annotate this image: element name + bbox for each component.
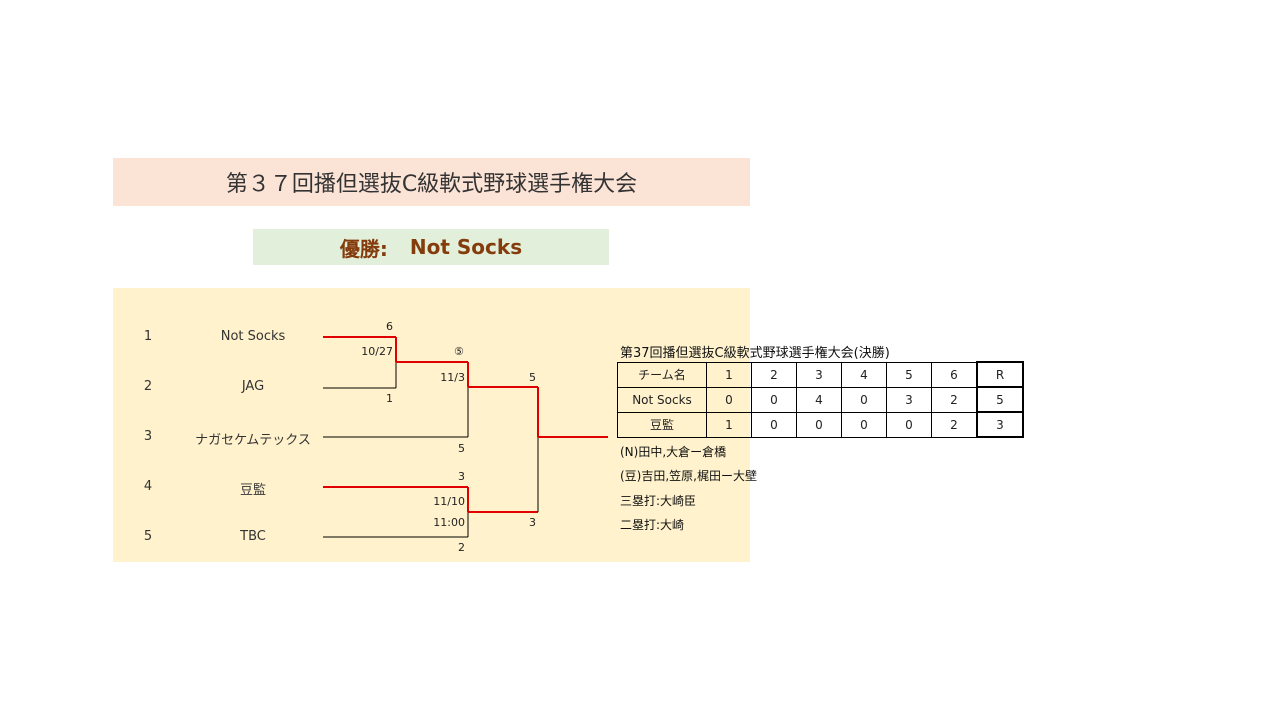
header-runs: R (976, 361, 1024, 388)
header-inning-1: 1 (706, 361, 752, 388)
final-bottom-score: 3 (529, 516, 536, 529)
m1-date: 10/27 (361, 345, 393, 358)
m3-time: 11:00 (433, 516, 465, 529)
row-cell: 2 (931, 386, 978, 413)
m3-bottom-score: 2 (458, 541, 465, 554)
row-cell: 0 (886, 411, 932, 438)
header-inning-3: 3 (796, 361, 842, 388)
row-team: 豆監 (617, 411, 707, 438)
seed-4: 4 (143, 479, 153, 494)
row-team: Not Socks (617, 386, 707, 413)
team-name-3: ナガセケムテックス (195, 433, 311, 448)
winner-label: 優勝: (339, 236, 388, 261)
seed-2: 2 (143, 379, 153, 394)
header-inning-2: 2 (751, 361, 797, 388)
header-team: チーム名 (617, 361, 707, 388)
header-inning-6: 6 (931, 361, 978, 388)
header-inning-4: 4 (841, 361, 887, 388)
row-cell: 0 (841, 386, 887, 413)
scoreboard-row: 豆監 1 0 0 0 0 2 3 (617, 411, 1024, 438)
scoreboard-row: Not Socks 0 0 4 0 3 2 5 (617, 386, 1024, 413)
tournament-title: 第３７回播但選抜C級軟式野球選手権大会 (113, 158, 750, 206)
m1-bottom-score: 1 (386, 392, 393, 405)
row-cell: 2 (931, 411, 978, 438)
row-cell: 3 (886, 386, 932, 413)
row-cell: 0 (706, 386, 752, 413)
m2-bottom-score: 5 (458, 442, 465, 455)
note-triples: 三塁打:大崎臣 (620, 494, 697, 508)
row-cell: 4 (796, 386, 842, 413)
final-top-score: 5 (529, 371, 536, 384)
m3-top-score: 3 (458, 470, 465, 483)
m2-game-number: ⑤ (454, 345, 464, 358)
m1-top-score: 6 (386, 320, 393, 333)
team-name-2: JAG (241, 379, 265, 394)
m2-date: 11/3 (440, 371, 465, 384)
row-runs: 3 (976, 411, 1024, 438)
note-pitchers-n: (N)田中,大倉ー倉橋 (620, 445, 727, 459)
tournament-title-text: 第３７回播但選抜C級軟式野球選手権大会 (225, 172, 638, 197)
note-pitchers-mame: (豆)吉田,笠原,梶田ー大壁 (620, 469, 757, 483)
scoreboard-title: 第37回播但選抜C級軟式野球選手権大会(決勝) (620, 346, 890, 361)
team-name-5: TBC (240, 529, 266, 544)
row-cell: 0 (796, 411, 842, 438)
row-cell: 0 (751, 386, 797, 413)
row-runs: 5 (976, 386, 1024, 413)
note-doubles: 二塁打:大崎 (620, 518, 685, 532)
seed-3: 3 (143, 429, 153, 444)
row-cell: 1 (706, 411, 752, 438)
header-inning-5: 5 (886, 361, 932, 388)
winner-banner: 優勝: Not Socks (253, 229, 609, 265)
row-cell: 0 (841, 411, 887, 438)
seed-5: 5 (143, 529, 153, 544)
m3-date: 11/10 (433, 495, 465, 508)
seed-1: 1 (143, 329, 153, 344)
team-name-4: 豆監 (239, 483, 266, 498)
scoreboard-table: チーム名 1 2 3 4 5 6 R Not Socks 0 0 4 0 3 2… (617, 361, 1024, 438)
row-cell: 0 (751, 411, 797, 438)
team-name-1: Not Socks (220, 329, 286, 344)
winner-team: Not Socks (409, 235, 523, 259)
scoreboard-header-row: チーム名 1 2 3 4 5 6 R (617, 361, 1024, 388)
